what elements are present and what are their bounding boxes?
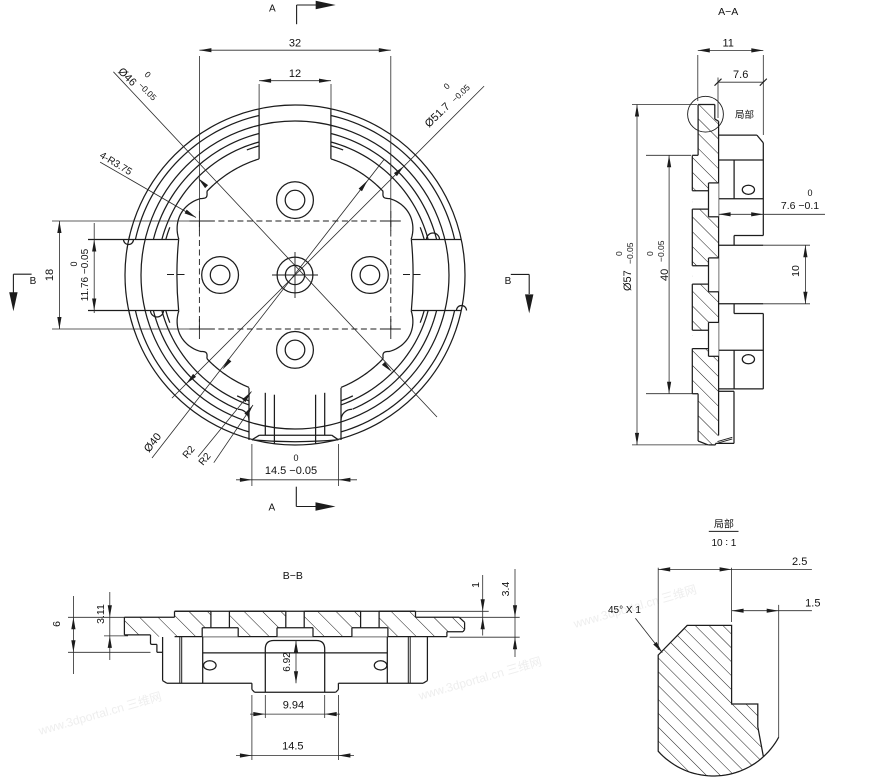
svg-text:0: 0: [614, 251, 624, 256]
svg-text:12: 12: [289, 68, 301, 80]
svg-text:局部: 局部: [714, 518, 734, 531]
svg-text:0: 0: [441, 81, 452, 92]
svg-text:3.4: 3.4: [500, 582, 512, 597]
svg-text:A−A: A−A: [718, 6, 738, 18]
svg-text:10: 10: [790, 265, 802, 277]
svg-text:0: 0: [645, 251, 655, 256]
svg-text:−0.05: −0.05: [656, 240, 666, 262]
svg-text:11.76 −0.05: 11.76 −0.05: [80, 248, 91, 301]
svg-text:6.92: 6.92: [282, 652, 293, 672]
svg-text:0: 0: [143, 69, 154, 80]
svg-text:14.5: 14.5: [282, 741, 303, 753]
svg-text:32: 32: [289, 38, 301, 50]
svg-text:A: A: [269, 4, 276, 15]
svg-text:B−B: B−B: [283, 570, 303, 582]
svg-text:B: B: [505, 276, 512, 287]
svg-text:局部: 局部: [735, 109, 754, 121]
svg-text:1.5: 1.5: [805, 598, 820, 610]
svg-text:14.5 −0.05: 14.5 −0.05: [265, 465, 317, 477]
svg-text:9.94: 9.94: [283, 700, 304, 712]
svg-text:1: 1: [470, 582, 482, 588]
svg-text:B: B: [30, 276, 37, 287]
svg-text:Ø57: Ø57: [622, 270, 634, 291]
svg-text:A: A: [268, 503, 275, 514]
svg-text:6: 6: [51, 621, 63, 627]
svg-text:0: 0: [807, 188, 812, 198]
svg-text:45° X 1: 45° X 1: [608, 605, 641, 616]
svg-text:11: 11: [722, 38, 733, 50]
svg-text:0: 0: [293, 453, 298, 463]
svg-text:18: 18: [44, 269, 56, 281]
svg-text:40: 40: [659, 269, 671, 281]
svg-text:7.6: 7.6: [733, 69, 748, 81]
svg-text:10 ∶ 1: 10 ∶ 1: [711, 538, 736, 549]
svg-text:−0.05: −0.05: [625, 242, 635, 264]
svg-text:0: 0: [69, 261, 79, 266]
svg-text:7.6 −0.1: 7.6 −0.1: [781, 200, 819, 212]
svg-text:2.5: 2.5: [792, 556, 807, 568]
svg-text:3.11: 3.11: [95, 604, 107, 624]
